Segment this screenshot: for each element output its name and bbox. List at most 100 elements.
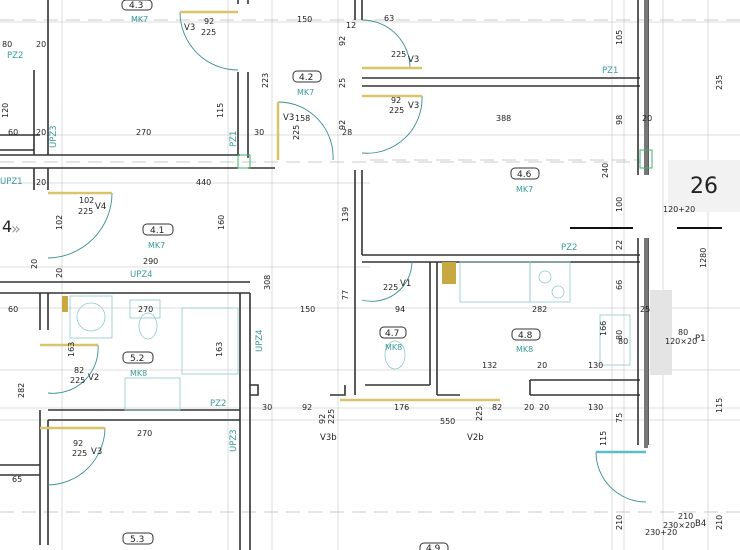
apartment-number: 26 xyxy=(690,174,718,199)
plan-label: 120+20 xyxy=(663,205,695,214)
plan-label: 130 xyxy=(588,361,603,370)
plan-label: 92 xyxy=(73,439,83,448)
plan-label: 22 xyxy=(615,240,624,250)
plan-label: 92 xyxy=(302,403,312,412)
plan-label: 82 xyxy=(492,403,502,412)
plan-shape xyxy=(668,160,740,212)
plan-label: V2b xyxy=(467,433,484,443)
plan-label: 94 xyxy=(395,305,405,314)
plan-label: 235 xyxy=(715,75,724,90)
plan-shape xyxy=(599,314,631,366)
plan-label: V3 xyxy=(408,55,419,65)
plan-label: PZ2 xyxy=(210,399,226,409)
plan-label: UPZ4 xyxy=(255,329,265,352)
plan-label: 160 xyxy=(217,215,226,230)
plan-label: 30 xyxy=(262,403,272,412)
plan-label: V3 xyxy=(184,23,195,33)
plan-label: 225 xyxy=(292,125,301,140)
plan-label: MK8 xyxy=(516,345,533,354)
plan-shape xyxy=(650,290,672,375)
plan-label: 210 xyxy=(715,515,724,530)
plan-shape xyxy=(33,0,49,190)
plan-shape xyxy=(76,302,106,332)
plan-shape xyxy=(47,344,99,394)
plan-shape xyxy=(0,154,275,169)
plan-label: 270 xyxy=(138,305,153,314)
plan-label: 92 xyxy=(318,414,327,424)
plan-label: MK7 xyxy=(131,15,148,24)
plan-label: 150 xyxy=(297,15,312,24)
plan-shape xyxy=(122,532,154,545)
plan-label: 92 xyxy=(204,17,214,26)
plan-shape xyxy=(362,77,640,87)
plan-label: 225 xyxy=(327,409,336,424)
plan-shape xyxy=(361,19,411,69)
plan-label: 20 xyxy=(30,259,39,269)
section-arrow-icon: » xyxy=(11,219,21,238)
plan-label: 115 xyxy=(715,398,724,413)
plan-shape xyxy=(362,254,640,263)
plan-label: 130 xyxy=(588,403,603,412)
room-tag: 5.3 xyxy=(122,532,154,545)
plan-label: 66 xyxy=(615,280,624,290)
plan-label: 30 xyxy=(254,128,264,137)
plan-label: 166 xyxy=(599,321,608,336)
plan-label: 225 xyxy=(72,449,87,458)
plan-label: 60 xyxy=(8,305,18,314)
plan-shape xyxy=(142,223,174,236)
plan-label: 20 xyxy=(537,361,547,370)
plan-shape xyxy=(644,238,648,448)
plan-label: 225 xyxy=(391,50,406,59)
plan-label: 120 xyxy=(1,103,10,118)
plan-label: 80 xyxy=(615,330,624,340)
plan-label: 80 xyxy=(618,337,628,346)
plan-shape xyxy=(292,70,322,83)
plan-label: 210 xyxy=(615,515,624,530)
walls xyxy=(0,0,649,550)
plan-label: 63 xyxy=(384,14,394,23)
plan-label: 132 xyxy=(482,361,497,370)
plan-shape xyxy=(69,295,113,339)
plan-shape xyxy=(122,351,154,364)
door-tags: V3 V3 V3 V3 V4 V1 V2 V3 V3b V2b P1120×20… xyxy=(88,23,706,530)
plan-label: PZ1 xyxy=(602,66,618,76)
plan-label: 440 xyxy=(196,178,211,187)
plan-shape xyxy=(419,542,449,550)
plan-label: UPZ1 xyxy=(0,177,23,187)
plan-shape xyxy=(62,296,68,312)
plan-label: 20 xyxy=(36,128,46,137)
plan-label: 225 xyxy=(70,376,85,385)
plan-label: 139 xyxy=(341,207,350,222)
plan-label: 270 xyxy=(137,429,152,438)
plan-label: 80 xyxy=(2,40,12,49)
plan-shape xyxy=(250,384,346,396)
plan-label: 5.3 xyxy=(130,535,144,545)
hatching xyxy=(237,0,672,448)
plan-shape xyxy=(179,11,239,71)
plan-label: MK8 xyxy=(130,369,147,378)
plan-shape xyxy=(442,262,456,284)
plan-label: 25 xyxy=(640,305,650,314)
apartment-marks: 26 4 » xyxy=(2,160,740,238)
plan-shape xyxy=(644,0,648,175)
plan-label: 4.6 xyxy=(517,170,532,180)
plan-shape xyxy=(277,101,334,161)
plan-label: MK7 xyxy=(148,241,165,250)
plan-label: 100 xyxy=(615,197,624,212)
plan-label: 150 xyxy=(300,305,315,314)
plan-shape xyxy=(361,261,413,302)
plan-label: 4.8 xyxy=(518,331,533,341)
plan-shape xyxy=(237,154,251,169)
plan-shape xyxy=(48,409,240,421)
plan-label: 225 xyxy=(383,283,398,292)
plan-shape xyxy=(379,326,407,339)
plan-shape xyxy=(124,377,181,411)
